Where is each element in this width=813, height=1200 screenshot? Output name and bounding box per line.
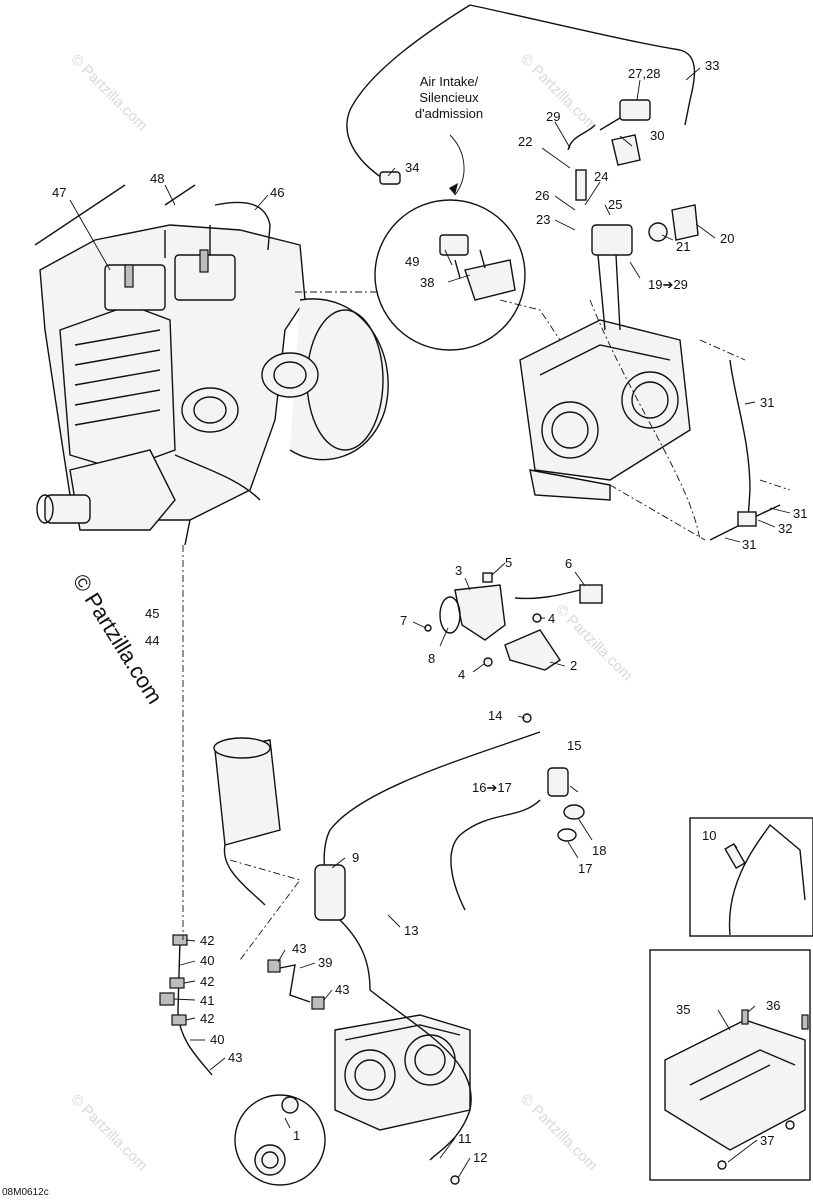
air-intake-note-line2: Silencieux xyxy=(419,90,479,105)
callout-40-b: 40 xyxy=(210,1032,224,1047)
throttle-bracket-parts xyxy=(424,572,603,671)
callout-10: 10 xyxy=(702,828,716,843)
callout-leaders xyxy=(69,67,791,1179)
callout-13: 13 xyxy=(404,923,418,938)
callout-42-c: 42 xyxy=(200,1011,214,1026)
callout-38: 38 xyxy=(420,275,434,290)
top-hoses xyxy=(34,184,271,258)
callout-4-b: 4 xyxy=(458,667,465,682)
oil-hose-fittings xyxy=(159,934,325,1076)
callout-43-a: 43 xyxy=(228,1050,242,1065)
callout-23: 23 xyxy=(536,212,550,227)
inset-box-cable-guide xyxy=(689,817,813,937)
callout-31-c: 31 xyxy=(742,537,756,552)
callout-31-a: 31 xyxy=(760,395,774,410)
carburetor-lower xyxy=(334,989,472,1185)
watermark-mid-right: © Partzilla.com xyxy=(552,601,635,684)
vent-hose-tee xyxy=(709,359,781,541)
detail-circle-sensor xyxy=(295,199,561,351)
oil-reservoir xyxy=(213,737,301,961)
callout-12: 12 xyxy=(473,1150,487,1165)
engine-assembly xyxy=(36,224,389,546)
callout-9: 9 xyxy=(352,850,359,865)
callout-22: 22 xyxy=(518,134,532,149)
callout-37: 37 xyxy=(760,1133,774,1148)
callout-43-c: 43 xyxy=(335,982,349,997)
callout-40-a: 40 xyxy=(200,953,214,968)
air-intake-note-line1: Air Intake/ xyxy=(420,74,479,89)
callout-46: 46 xyxy=(270,185,284,200)
callout-24: 24 xyxy=(594,169,608,184)
callout-44: 44 xyxy=(145,633,159,648)
callout-42-b: 42 xyxy=(200,974,214,989)
watermark-bottom-left: © Partzilla.com xyxy=(67,1091,150,1174)
callout-45: 45 xyxy=(145,606,159,621)
callout-7: 7 xyxy=(400,613,407,628)
callout-1: 1 xyxy=(293,1128,300,1143)
callout-35: 35 xyxy=(676,1002,690,1017)
callout-47: 47 xyxy=(52,185,66,200)
inset-box-air-silencer xyxy=(649,949,811,1181)
callout-14: 14 xyxy=(488,708,502,723)
callout-34: 34 xyxy=(405,160,419,175)
carburetor-upper xyxy=(519,99,791,541)
callout-25: 25 xyxy=(608,197,622,212)
watermark-bottom-right: © Partzilla.com xyxy=(517,1091,600,1174)
callout-42-a: 42 xyxy=(200,933,214,948)
callout-21: 21 xyxy=(676,239,690,254)
throttle-cable xyxy=(314,713,585,991)
drawing-code: 08M0612c xyxy=(2,1187,49,1198)
callout-20: 20 xyxy=(720,231,734,246)
callout-2: 2 xyxy=(570,658,577,673)
callout-5: 5 xyxy=(505,555,512,570)
callout-19-29: 19➔29 xyxy=(648,277,688,292)
watermark-top-left: © Partzilla.com xyxy=(67,51,150,134)
callout-27-28: 27,28 xyxy=(628,66,661,81)
callout-26: 26 xyxy=(535,188,549,203)
callout-6: 6 xyxy=(565,556,572,571)
callout-43-b: 43 xyxy=(292,941,306,956)
callout-11: 11 xyxy=(458,1131,472,1146)
callout-48: 48 xyxy=(150,171,164,186)
air-intake-note-line3: d'admission xyxy=(415,106,483,121)
callout-36: 36 xyxy=(766,998,780,1013)
callout-3: 3 xyxy=(455,563,462,578)
detail-circle-clamp xyxy=(234,1094,326,1186)
callout-39: 39 xyxy=(318,955,332,970)
callout-16-17: 16➔17 xyxy=(472,780,512,795)
callout-31-b: 31 xyxy=(793,506,807,521)
callout-41: 41 xyxy=(200,993,214,1008)
callout-4-a: 4 xyxy=(548,611,555,626)
callout-18: 18 xyxy=(592,843,606,858)
air-intake-hose xyxy=(346,4,696,196)
callout-15: 15 xyxy=(567,738,581,753)
air-intake-note: Air Intake/ Silencieux d'admission xyxy=(415,74,483,121)
callout-49: 49 xyxy=(405,254,419,269)
callout-17: 17 xyxy=(578,861,592,876)
callout-8: 8 xyxy=(428,651,435,666)
callout-29: 29 xyxy=(546,109,560,124)
callout-labels: 47 48 46 33 34 27,28 29 30 22 24 26 25 2… xyxy=(52,58,807,1165)
callout-33: 33 xyxy=(705,58,719,73)
callout-30: 30 xyxy=(650,128,664,143)
callout-32: 32 xyxy=(778,521,792,536)
